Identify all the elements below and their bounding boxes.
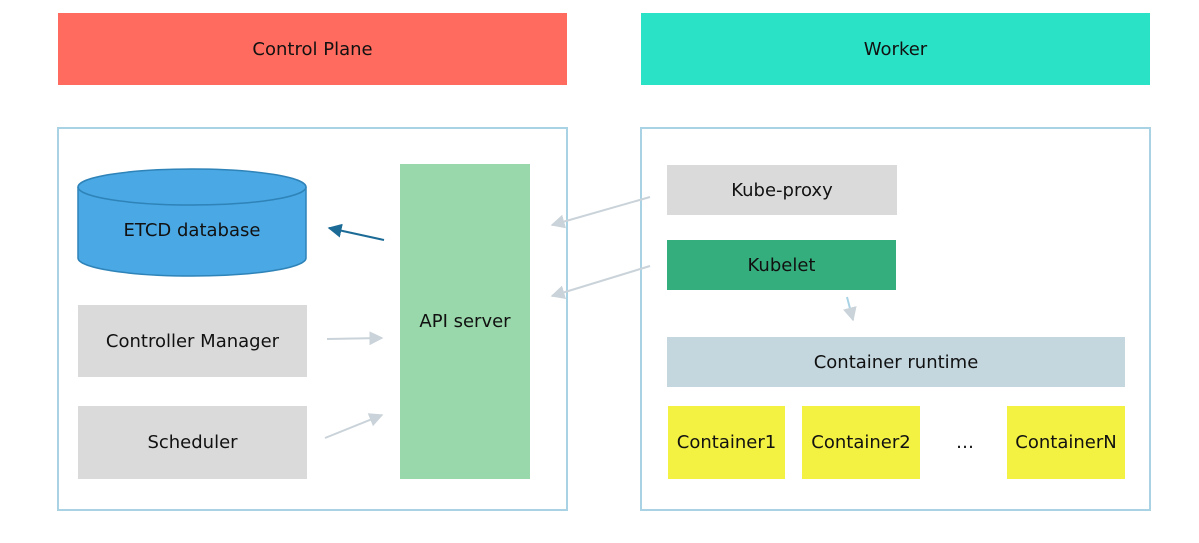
etcd-database-label-box: ETCD database — [78, 205, 306, 255]
ellipsis-label: … — [956, 432, 974, 453]
api-server-label: API server — [419, 311, 511, 332]
api-server-box: API server — [400, 164, 530, 479]
container-2-box: Container2 — [802, 406, 920, 479]
container-n-box: ContainerN — [1007, 406, 1125, 479]
arrow-controller-to-api — [326, 331, 384, 346]
kubelet-box: Kubelet — [667, 240, 896, 290]
worker-panel — [640, 127, 1151, 511]
kube-proxy-label: Kube-proxy — [731, 179, 833, 201]
control-plane-header: Control Plane — [58, 13, 567, 85]
arrow-kubelet-to-runtime — [843, 296, 857, 322]
container-1-box: Container1 — [668, 406, 785, 479]
controller-manager-box: Controller Manager — [78, 305, 307, 377]
arrow-kubelet-to-api — [550, 265, 651, 300]
scheduler-box: Scheduler — [78, 406, 307, 479]
kubelet-label: Kubelet — [747, 254, 816, 276]
ellipsis-label-box: … — [930, 406, 1000, 479]
kube-proxy-box: Kube-proxy — [667, 165, 897, 215]
controller-manager-label: Controller Manager — [105, 330, 280, 352]
worker-header: Worker — [641, 13, 1150, 85]
control-plane-panel — [57, 127, 568, 511]
scheduler-label: Scheduler — [147, 432, 238, 453]
worker-title: Worker — [863, 38, 928, 60]
control-plane-title: Control Plane — [252, 38, 373, 60]
arrow-scheduler-to-api — [324, 413, 384, 439]
container-runtime-box: Container runtime — [667, 337, 1125, 387]
container-n-label: ContainerN — [1015, 432, 1117, 453]
arrow-kubeproxy-to-api — [550, 196, 651, 229]
container-runtime-label: Container runtime — [813, 351, 979, 373]
etcd-database-label: ETCD database — [123, 219, 261, 241]
container-1-label: Container1 — [676, 432, 777, 453]
container-2-label: Container2 — [811, 432, 911, 453]
arrow-api-to-etcd — [327, 223, 385, 241]
